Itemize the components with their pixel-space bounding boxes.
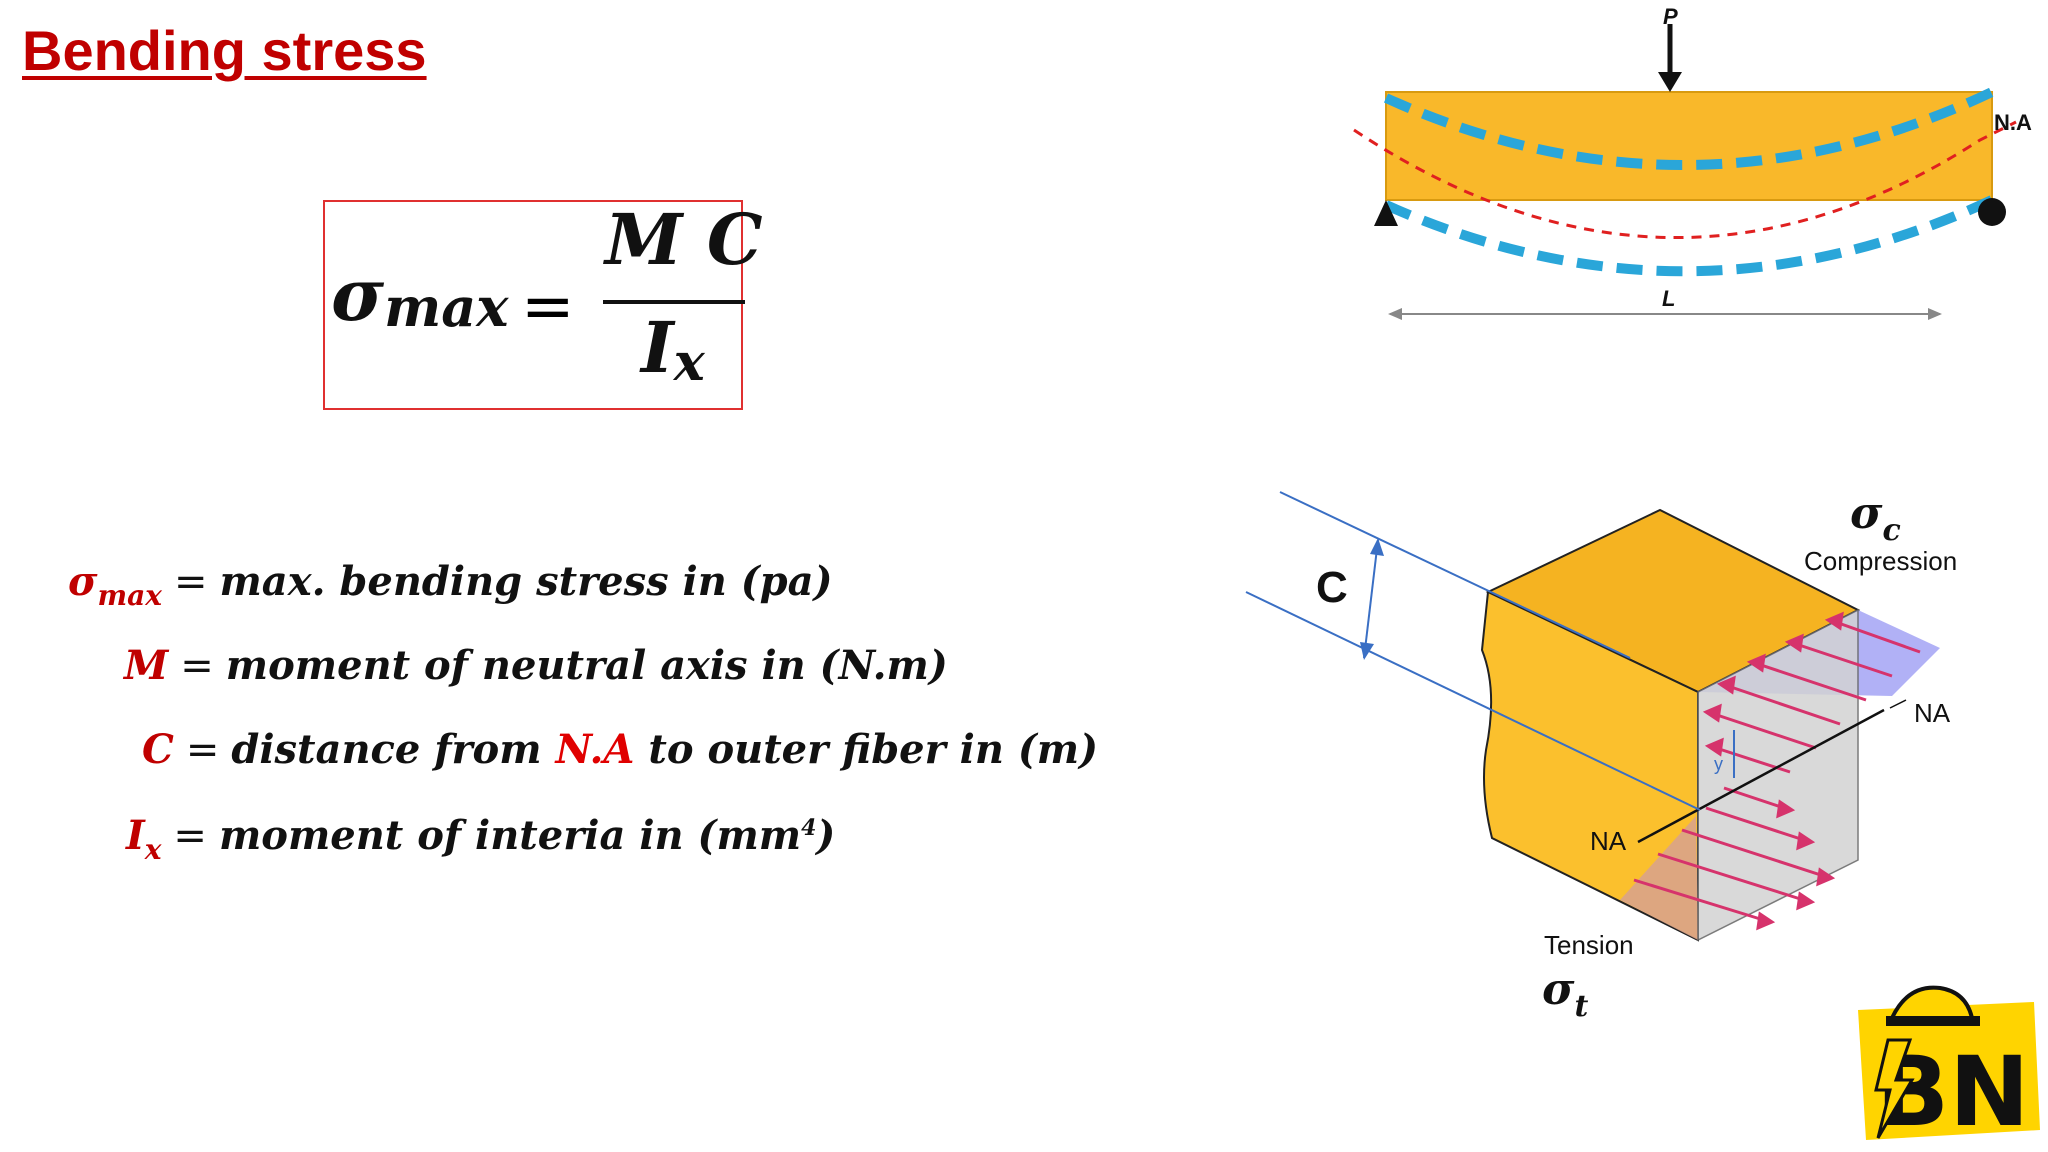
section-face [1697, 608, 1859, 942]
beam-deflection-diagram: P N.A L [1353, 4, 2032, 320]
formula-lhs: σmax [331, 252, 509, 339]
page-title: Bending stress [22, 19, 427, 82]
tension-label: Tension [1544, 930, 1634, 960]
y-label: y [1714, 754, 1723, 774]
neutral-axis-line [1353, 120, 2017, 240]
hard-hat-icon [1888, 985, 1975, 1020]
compression-label: Compression [1804, 546, 1957, 576]
neutral-axis-line [1637, 708, 1885, 844]
deflected-top-curve [1383, 87, 1995, 170]
definition-distance: C=distance from N.A to outer fiber in (m… [142, 726, 1099, 773]
deflected-bottom-curve [1383, 195, 1995, 277]
na-label-left: NA [1590, 826, 1627, 856]
fraction-bar [603, 300, 745, 304]
c-extension-top [1279, 491, 1631, 659]
length-label: L [1662, 286, 1675, 311]
lightning-bolt-icon [1874, 1038, 1915, 1139]
c-label: C [1316, 563, 1348, 612]
na-label-right: NA [1914, 698, 1951, 728]
definition-moment: M=moment of neutral axis in (N.m) [124, 642, 948, 689]
logo-background [1858, 1002, 2040, 1140]
formula-equals: = [521, 270, 575, 344]
roller-support [1978, 198, 2006, 226]
pin-support [1374, 200, 1398, 226]
c-dimension-arrow [1363, 539, 1379, 659]
bending-stress-section-diagram: y C σc Compression NA NA Tension σt [1245, 488, 1957, 1024]
definition-inertia: Ix=moment of interia in (mm4) [126, 812, 836, 866]
bn-logo: BN [1858, 985, 2040, 1148]
bending-stress-formula: σmax = M C Ix [323, 198, 763, 410]
formula-numerator: M C [605, 198, 763, 281]
load-label: P [1663, 4, 1678, 29]
definition-sigma-max: σmax=max. bending stress in (pa) [68, 558, 833, 612]
tension-symbol: σt [1542, 964, 1588, 1024]
c-extension-bottom [1245, 591, 1701, 811]
block-side-face [1480, 590, 1699, 942]
formula-denominator: Ix [641, 306, 705, 393]
beam-body [1385, 91, 1993, 201]
na-label: N.A [1994, 110, 2032, 135]
load-arrow-head [1658, 72, 1682, 92]
tension-zone [1620, 816, 1698, 940]
compression-symbol: σc [1850, 488, 1901, 548]
stress-arrows [1633, 611, 1921, 931]
